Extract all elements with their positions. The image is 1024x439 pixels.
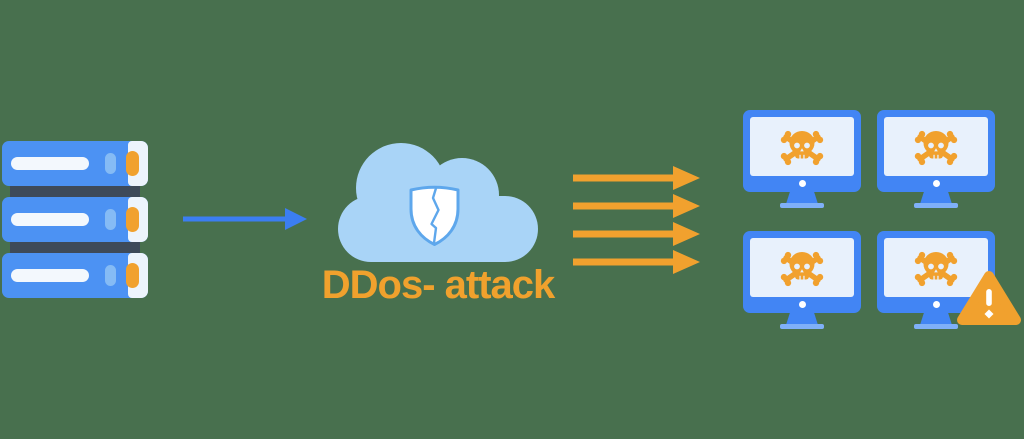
monitor-stand xyxy=(786,313,818,325)
skull-crossbones-icon xyxy=(912,128,960,168)
server-indicator-orange xyxy=(126,151,139,176)
skull-crossbones-icon xyxy=(778,128,826,168)
monitor-base xyxy=(914,203,958,208)
warning-triangle-icon xyxy=(957,271,1021,325)
broken-shield-icon xyxy=(409,185,460,246)
monitor-button xyxy=(798,180,806,187)
skull-crossbones-icon xyxy=(778,249,826,289)
server-separator xyxy=(10,242,140,253)
arrow-right-icon xyxy=(573,174,675,266)
server-indicator-orange xyxy=(126,207,139,232)
server-drive-slot xyxy=(11,213,89,226)
attack-arrows xyxy=(573,166,700,274)
server-drive-slot xyxy=(11,269,89,282)
skull-crossbones-icon xyxy=(912,249,960,289)
monitor-base xyxy=(780,203,824,208)
monitor-button xyxy=(932,301,940,308)
infected-computer xyxy=(743,231,861,329)
monitor-stand xyxy=(920,192,952,204)
infected-computer xyxy=(743,110,861,208)
server-indicator-blue xyxy=(105,209,116,230)
server-unit xyxy=(2,197,148,242)
attack-label: DDos- attack xyxy=(321,263,556,307)
server-unit xyxy=(2,141,148,186)
server-drive-slot xyxy=(11,157,89,170)
server-indicator-blue xyxy=(105,153,116,174)
server-indicator-blue xyxy=(105,265,116,286)
server-unit xyxy=(2,253,148,298)
monitor-base xyxy=(780,324,824,329)
monitor-stand xyxy=(786,192,818,204)
server-indicator-orange xyxy=(126,263,139,288)
infected-computer xyxy=(877,110,995,208)
monitor-stand xyxy=(920,313,952,325)
server-separator xyxy=(10,186,140,197)
monitor-button xyxy=(932,180,940,187)
monitor-base xyxy=(914,324,958,329)
monitor-button xyxy=(798,301,806,308)
arrow-right-icon xyxy=(183,208,307,230)
server-stack-icon xyxy=(2,141,148,298)
